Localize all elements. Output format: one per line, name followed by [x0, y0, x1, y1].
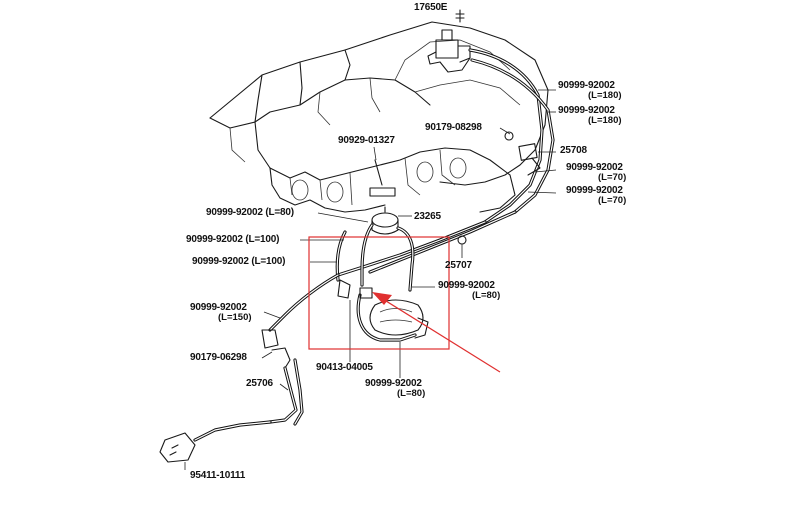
- label-90999-92002-l80-top: 90999-92002 (L=80): [206, 207, 294, 218]
- label-90999-92002-e: 90999-92002: [438, 280, 495, 291]
- label-90999-92002-a-length: (L=180): [588, 90, 622, 101]
- label-90999-92002-d: 90999-92002: [566, 185, 623, 196]
- label-90999-92002-c: 90999-92002: [566, 162, 623, 173]
- label-90999-92002-a: 90999-92002: [558, 80, 615, 91]
- label-90999-92002-b-length: (L=180): [588, 115, 622, 126]
- label-90413-04005: 90413-04005: [316, 362, 373, 373]
- right-hoses: [468, 48, 555, 224]
- label-17650e: 17650E: [414, 2, 448, 13]
- label-25706: 25706: [246, 378, 273, 389]
- label-90999-92002-l100-b: 90999-92002 (L=100): [192, 256, 286, 267]
- label-90999-92002-l150: 90999-92002: [190, 302, 247, 313]
- label-95411-10111: 95411-10111: [190, 470, 246, 481]
- label-90999-92002-e-length: (L=80): [472, 290, 501, 301]
- label-23265: 23265: [414, 211, 441, 222]
- label-90929-01327: 90929-01327: [338, 135, 395, 146]
- leader-lines: [184, 14, 557, 470]
- label-90999-92002-b: 90999-92002: [558, 105, 615, 116]
- label-90999-92002-f: 90999-92002: [365, 378, 422, 389]
- cross-hose: [336, 210, 517, 277]
- red-arrow: [372, 292, 501, 373]
- label-90179-06298: 90179-06298: [190, 352, 247, 363]
- vacuum-filter-23265: [369, 159, 399, 235]
- label-90999-92002-l150-length: (L=150): [218, 312, 252, 323]
- label-25708: 25708: [560, 145, 587, 156]
- label-90999-92002-l100-a: 90999-92002 (L=100): [186, 234, 280, 245]
- label-90999-92002-f-length: (L=80): [397, 388, 426, 399]
- label-25707: 25707: [445, 260, 472, 271]
- vacuum-actuator: [337, 279, 429, 339]
- label-90999-92002-c-length: (L=70): [598, 172, 627, 183]
- left-hoses: [159, 273, 340, 463]
- highlight-box: [308, 236, 450, 350]
- highlighted-hoses: [335, 223, 417, 342]
- label-90179-08298: 90179-08298: [425, 122, 482, 133]
- label-90999-92002-d-length: (L=70): [598, 195, 627, 206]
- intake-runners: [269, 147, 516, 213]
- intake-plenum-outline: [209, 21, 549, 186]
